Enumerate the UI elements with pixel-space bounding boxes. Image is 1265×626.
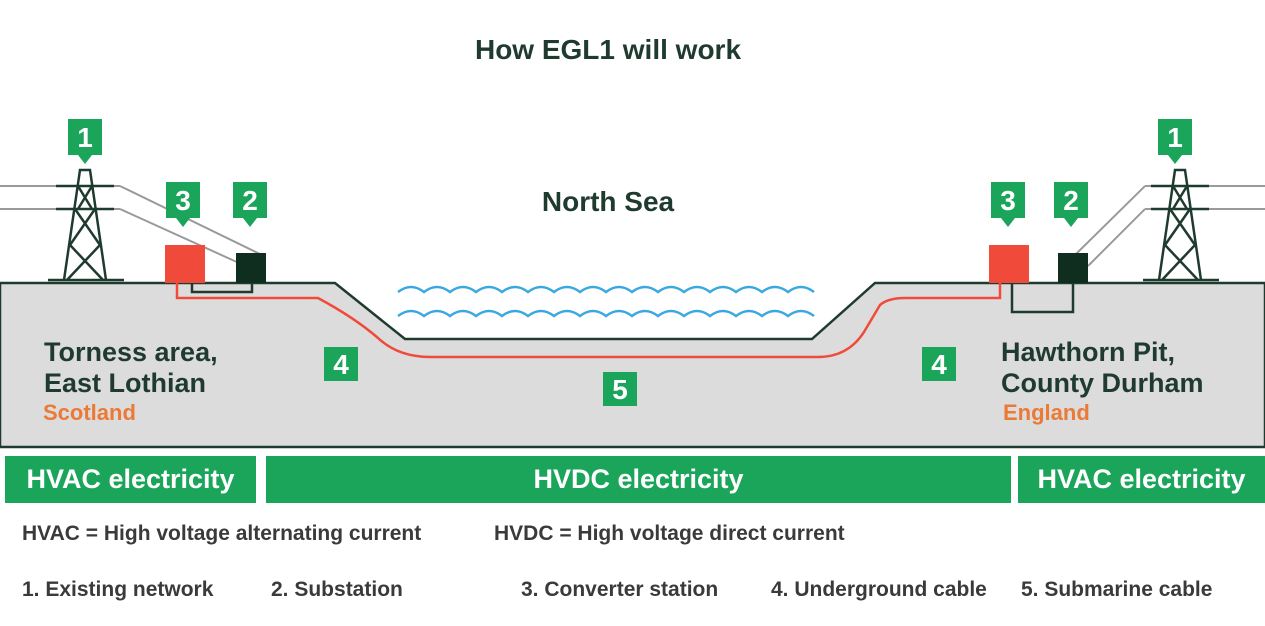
west-country: Scotland — [43, 400, 136, 425]
marker-underground-east: 4 — [922, 347, 956, 381]
east-location-line2: County Durham — [1001, 368, 1204, 398]
marker-badge — [233, 182, 267, 227]
east-location-line1: Hawthorn Pit, — [1001, 337, 1175, 367]
marker-number: 4 — [333, 349, 349, 380]
pylon-east-icon — [1143, 168, 1219, 282]
legend-item: 2. Substation — [271, 578, 403, 601]
sea-label: North Sea — [541, 186, 675, 217]
marker-badge — [324, 347, 358, 381]
marker-converter-west: 3 — [166, 182, 200, 227]
marker-badge — [991, 182, 1025, 227]
legend-item: 5. Submarine cable — [1021, 578, 1213, 601]
marker-number: 3 — [1000, 185, 1016, 216]
marker-badge — [68, 119, 102, 164]
marker-substation-east: 2 — [1054, 182, 1088, 227]
marker-existing-network-west: 1 — [68, 119, 102, 164]
hvdc-cable — [175, 283, 1002, 359]
west-location-line1: Torness area, — [44, 337, 218, 367]
marker-converter-east: 3 — [991, 182, 1025, 227]
marker-number: 1 — [1167, 122, 1183, 153]
wave-line — [397, 309, 815, 318]
pylon-west-icon — [48, 168, 124, 282]
converter-station-west — [165, 245, 205, 283]
marker-number: 2 — [242, 185, 258, 216]
substation-east — [1058, 253, 1088, 283]
marker-badge — [1158, 119, 1192, 164]
marker-badge — [922, 347, 956, 381]
definition-hvdc: HVDC = High voltage direct current — [494, 522, 845, 545]
marker-number: 2 — [1063, 185, 1079, 216]
east-location: Hawthorn Pit, County Durham — [1001, 337, 1204, 399]
marker-number: 1 — [77, 122, 93, 153]
definition-hvac: HVAC = High voltage alternating current — [22, 522, 422, 545]
east-country: England — [1003, 400, 1090, 425]
band-hvdc: HVDC electricity — [266, 456, 1011, 503]
band-hvac-west: HVAC electricity — [5, 456, 256, 503]
converter-station-east — [989, 245, 1029, 283]
marker-number: 3 — [175, 185, 191, 216]
marker-underground-west: 4 — [324, 347, 358, 381]
band-hvac-east: HVAC electricity — [1018, 456, 1265, 503]
sea-waves — [397, 285, 815, 318]
marker-badge — [166, 182, 200, 227]
substation-west — [236, 253, 266, 283]
marker-badge — [603, 372, 637, 406]
legend-item: 3. Converter station — [521, 578, 719, 601]
overhead-lines-west — [0, 185, 263, 269]
diagram-title: How EGL1 will work — [474, 34, 742, 65]
marker-number: 5 — [612, 374, 628, 405]
marker-substation-west: 2 — [233, 182, 267, 227]
station-link-west — [190, 283, 254, 294]
ground-cross-section — [0, 281, 1265, 449]
marker-badge — [1054, 182, 1088, 227]
marker-number: 4 — [931, 349, 947, 380]
legend-item: 1. Existing network — [22, 578, 214, 601]
marker-submarine: 5 — [603, 372, 637, 406]
wave-line — [397, 285, 815, 294]
legend-item: 4. Underground cable — [771, 578, 987, 601]
station-link-east — [1010, 283, 1075, 314]
marker-existing-network-east: 1 — [1158, 119, 1192, 164]
west-location-line2: East Lothian — [44, 368, 207, 398]
west-location: Torness area, East Lothian — [44, 337, 218, 399]
